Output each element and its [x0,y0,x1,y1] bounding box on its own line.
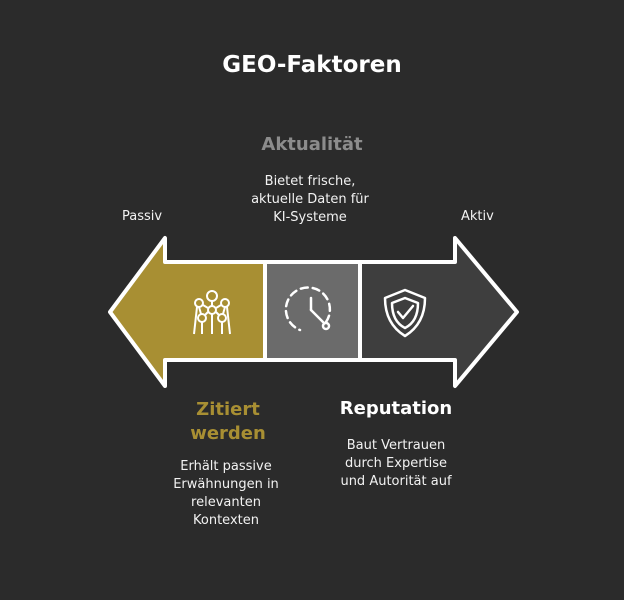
description-line: durch Expertise [344,456,448,471]
description-line: Erhält passive [180,459,272,474]
double-arrow-outline [108,236,519,388]
left-arrow-head [110,238,165,386]
factor-description-reputation: Baut Vertrauen durch Expertise und Autor… [316,437,476,491]
description-line: Kontexten [193,513,259,528]
factor-title-zitiert-werden: Zitiert werden [148,398,308,446]
clock-icon [284,286,332,332]
shield-check-icon [383,288,427,338]
arrow-fills [110,238,517,386]
description-line: und Autorität auf [340,474,452,489]
description-line: aktuelle Daten für [251,192,369,207]
atomium-icon [193,290,231,335]
arrow-outline [108,236,519,388]
title-line: werden [190,423,266,444]
description-line: Baut Vertrauen [346,438,446,453]
factor-title-aktualitaet: Aktualität [261,134,363,155]
description-line: Erwähnungen in [173,477,279,492]
description-line: relevanten [191,495,261,510]
factor-description-zitiert-werden: Erhält passive Erwähnungen in relevanten… [146,458,306,530]
right-arrow-head [455,238,517,386]
axis-label-passive: Passiv [122,209,163,224]
axis-label-active: Aktiv [461,209,494,224]
description-line: KI-Systeme [273,210,347,225]
factor-description-aktualitaet: Bietet frische, aktuelle Daten für KI-Sy… [210,173,410,227]
title-line: Zitiert [196,399,260,420]
factor-title-reputation: Reputation [339,398,453,419]
description-line: Bietet frische, [264,174,356,189]
diagram-title: GEO-Faktoren [222,52,402,78]
